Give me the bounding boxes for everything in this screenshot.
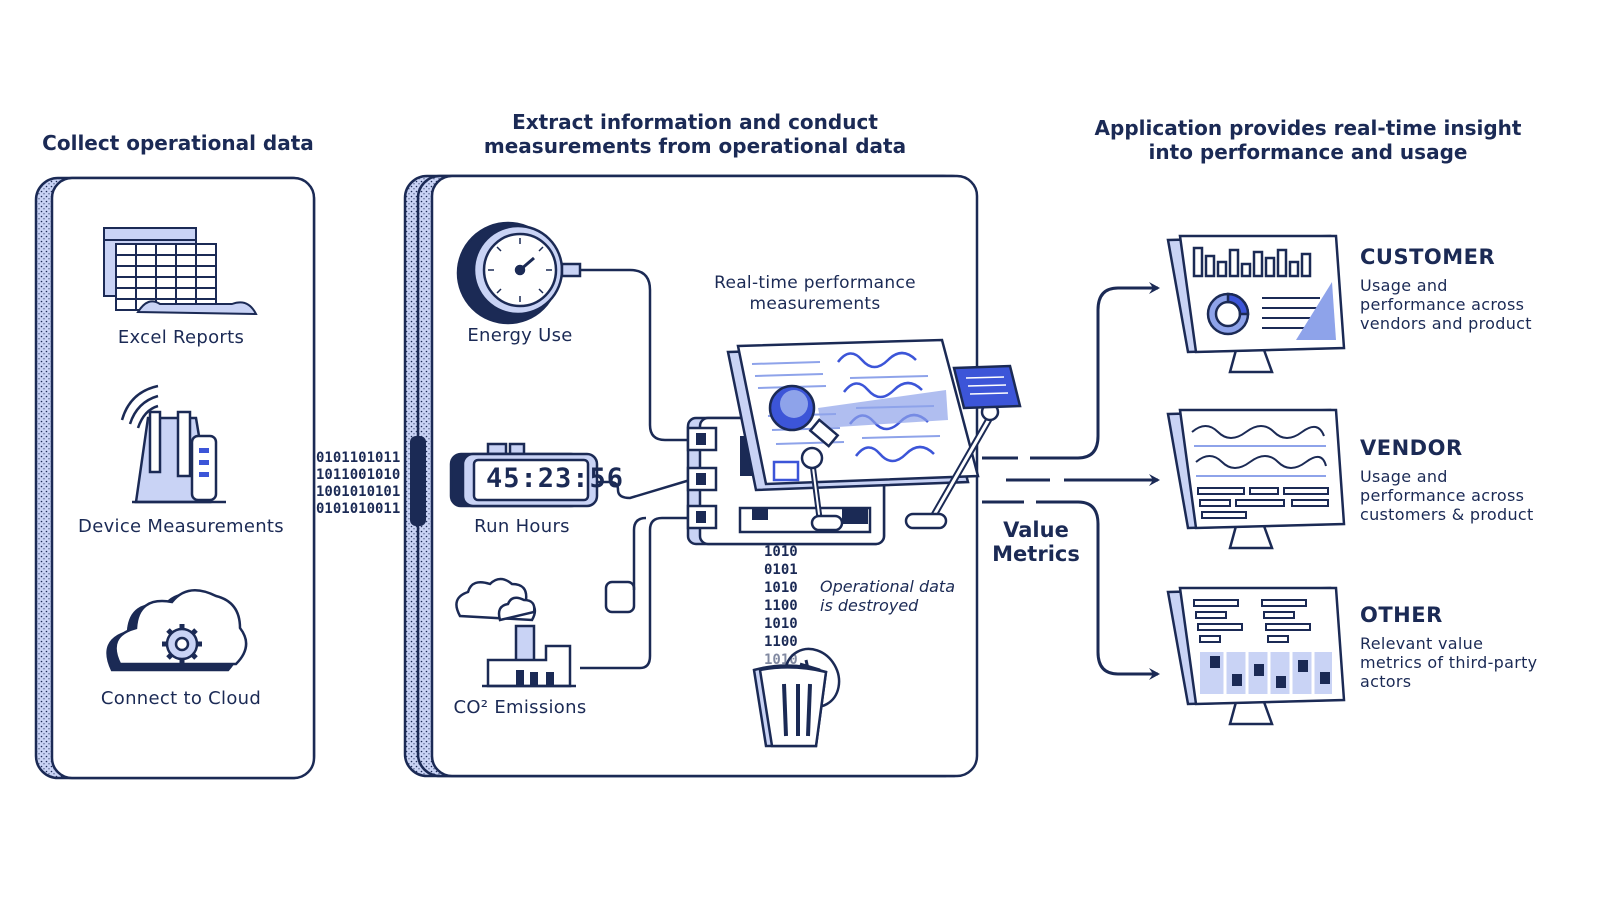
- vendor-desc-line-3: customers & product: [1360, 505, 1534, 524]
- destroyed-bits-7: 1010: [764, 652, 798, 668]
- value-metrics-line-2: Metrics: [992, 542, 1080, 566]
- factory-emissions-icon: [455, 577, 576, 688]
- run-hours-display: 45:23:56: [486, 463, 625, 494]
- destroyed-bits-4: 1100: [764, 598, 798, 614]
- extract-heading: Extract information and conduct measurem…: [470, 110, 920, 158]
- customer-title: CUSTOMER: [1360, 245, 1496, 269]
- cloud-gear-icon: [106, 589, 248, 672]
- extract-heading-line-2: measurements from operational data: [483, 134, 907, 158]
- customer-desc-line-1: Usage and: [1360, 276, 1448, 295]
- application-heading-line-2: into performance and usage: [1148, 140, 1468, 164]
- energy-gauge-icon: [456, 221, 582, 325]
- application-heading-line-1: Application provides real-time insight: [1094, 116, 1522, 140]
- destroyed-bits-2: 0101: [764, 562, 798, 578]
- value-metrics-line-1: Value: [1003, 518, 1069, 542]
- bits-line-4: 0101010011: [316, 501, 401, 517]
- spreadsheet-icon: [103, 227, 258, 316]
- co2-emissions-label: CO² Emissions: [453, 697, 587, 718]
- realtime-measurements-label: Real-time performance measurements: [680, 273, 950, 315]
- other-desc-line-1: Relevant value: [1360, 634, 1484, 653]
- measurement-document: [726, 338, 980, 492]
- bits-line-2: 1011001010: [316, 467, 401, 483]
- data-destroyed-note: Operational data is destroyed: [820, 577, 970, 615]
- magnifier-arm-icon: [768, 384, 844, 532]
- collect-heading: Collect operational data: [42, 131, 314, 155]
- output-connectors: [982, 282, 1160, 680]
- realtime-line-2: measurements: [749, 294, 881, 314]
- run-hours-label: Run Hours: [474, 516, 570, 537]
- application-heading: Application provides real-time insight i…: [1080, 116, 1536, 164]
- other-title: OTHER: [1360, 603, 1443, 627]
- sensor-wires: [580, 268, 691, 670]
- extract-heading-line-1: Extract information and conduct: [512, 110, 878, 134]
- data-stream-bits: 0101101011 1011001010 1001010101 0101010…: [316, 450, 410, 518]
- other-desc-line-3: actors: [1360, 672, 1412, 691]
- bits-line-1: 0101101011: [316, 450, 401, 466]
- value-metrics-label: Value Metrics: [986, 518, 1086, 566]
- vendor-monitor-icon: [1166, 408, 1346, 550]
- customer-monitor-icon: [1166, 234, 1346, 374]
- destroyed-note-line-1: Operational data: [820, 577, 955, 596]
- destroyed-note-line-2: is destroyed: [820, 596, 919, 615]
- device-sensor-icon: [120, 384, 226, 504]
- excel-reports-label: Excel Reports: [117, 327, 245, 348]
- customer-description: Usage and performance across vendors and…: [1360, 276, 1532, 333]
- connect-cloud-label: Connect to Cloud: [100, 688, 262, 709]
- destroyed-bits-3: 1010: [764, 580, 798, 596]
- device-measurements-label: Device Measurements: [78, 516, 284, 537]
- vendor-description: Usage and performance across customers &…: [1360, 467, 1534, 524]
- other-desc-line-2: metrics of third-party: [1360, 653, 1538, 672]
- run-hours-clock-icon: [449, 442, 599, 508]
- vendor-desc-line-2: performance across: [1360, 486, 1525, 505]
- scanner-arm-icon: [904, 364, 1022, 530]
- destroyed-data-bits: 1010 0101 1010 1100 1010 1100 1010: [764, 543, 798, 669]
- trash-can-icon: [752, 647, 841, 748]
- other-description: Relevant value metrics of third-party ac…: [1360, 634, 1537, 691]
- bits-line-3: 1001010101: [316, 484, 401, 500]
- destroyed-bits-6: 1100: [764, 634, 798, 650]
- vendor-title: VENDOR: [1360, 436, 1463, 460]
- destroyed-bits-5: 1010: [764, 616, 798, 632]
- vendor-desc-line-1: Usage and: [1360, 467, 1448, 486]
- realtime-line-1: Real-time performance: [714, 273, 916, 293]
- energy-use-label: Energy Use: [467, 325, 573, 346]
- destroyed-bits-1: 1010: [764, 544, 798, 560]
- customer-desc-line-2: performance across: [1360, 295, 1525, 314]
- customer-desc-line-3: vendors and product: [1360, 314, 1532, 333]
- other-monitor-icon: [1166, 586, 1346, 726]
